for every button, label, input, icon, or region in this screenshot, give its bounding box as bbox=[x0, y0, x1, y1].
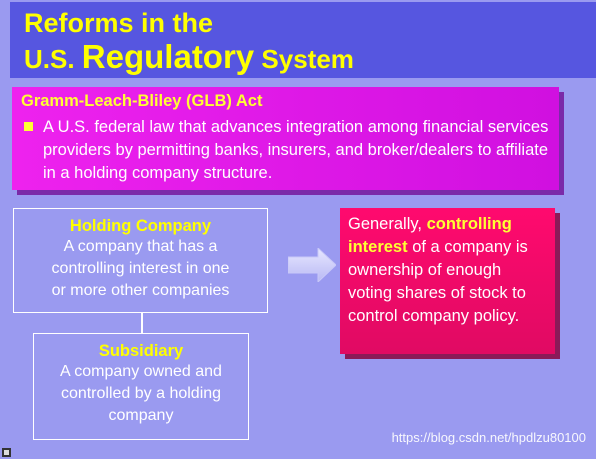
holding-company-line-2: controlling interest in one bbox=[51, 260, 230, 277]
holding-company-title: Holding Company bbox=[69, 217, 212, 235]
subsidiary-line-2: controlled by a holding bbox=[60, 385, 222, 402]
glb-description: A U.S. federal law that advances integra… bbox=[43, 118, 549, 182]
right-arrow-icon bbox=[288, 248, 336, 282]
subsidiary-line-1: A company owned and bbox=[60, 363, 222, 380]
holding-company-line-1: A company that has a bbox=[63, 238, 218, 255]
glb-heading: Gramm-Leach-Bliley (GLB) Act bbox=[21, 92, 263, 110]
square-bullet-icon bbox=[24, 122, 33, 131]
connector-line bbox=[141, 313, 143, 333]
slide-nav-icon[interactable] bbox=[2, 448, 11, 457]
title-part-system: System bbox=[254, 44, 354, 74]
subsidiary-box: Subsidiary A company owned and controlle… bbox=[33, 333, 249, 440]
title-part-us: U.S. bbox=[24, 44, 82, 74]
subsidiary-line-3: company bbox=[108, 407, 174, 424]
definition-pre: Generally, bbox=[348, 215, 427, 233]
title-line-2: U.S. Regulatory System bbox=[24, 38, 354, 76]
holding-company-line-3: or more other companies bbox=[51, 282, 230, 299]
glb-act-box: Gramm-Leach-Bliley (GLB) Act A U.S. fede… bbox=[12, 87, 559, 190]
holding-company-box: Holding Company A company that has a con… bbox=[13, 208, 268, 313]
title-bar: Reforms in the U.S. Regulatory System bbox=[10, 2, 596, 78]
title-part-regulatory: Regulatory bbox=[81, 38, 255, 75]
definition-highlight: controlling interest bbox=[348, 215, 512, 256]
definition-post: of a company is ownership of enough voti… bbox=[348, 238, 528, 325]
title-line-1: Reforms in the bbox=[24, 8, 214, 38]
subsidiary-title: Subsidiary bbox=[98, 342, 184, 360]
watermark: https://blog.csdn.net/hpdlzu80100 bbox=[391, 430, 586, 445]
controlling-interest-definition-box: Generally, controlling interest of a com… bbox=[340, 208, 555, 354]
